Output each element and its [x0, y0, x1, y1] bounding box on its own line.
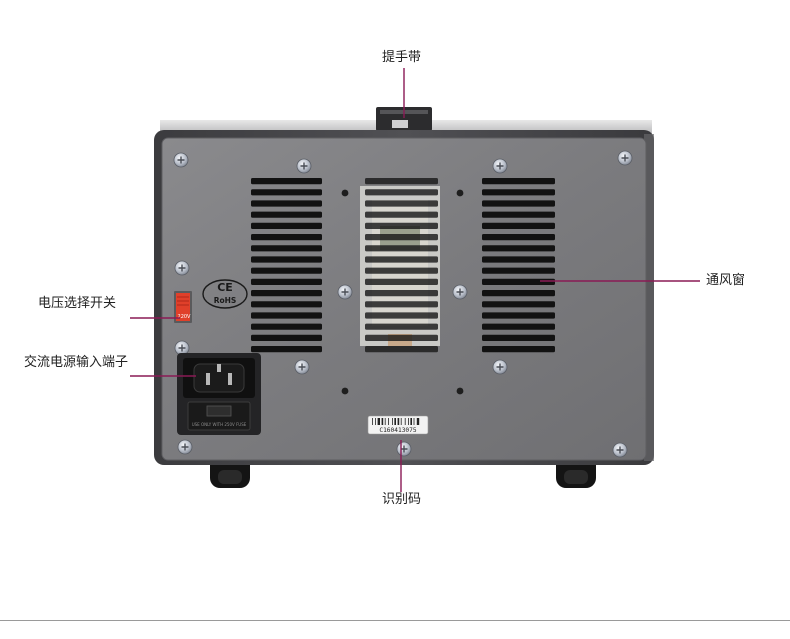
vent-slot: [482, 301, 555, 308]
vent-slot: [251, 323, 322, 330]
barcode-bar: [397, 418, 400, 425]
vent-slot: [365, 211, 438, 218]
barcode-bar: [394, 418, 396, 425]
vent-slot: [365, 290, 438, 297]
vent-slot: [482, 200, 555, 207]
vent-slot: [365, 245, 438, 252]
vent-slot: [365, 301, 438, 308]
vent-grilles: [251, 178, 555, 353]
vent-slot: [251, 346, 322, 353]
vent-slot: [251, 189, 322, 196]
vent-slot: [251, 290, 322, 297]
vent-slot: [365, 346, 438, 353]
vent-slot: [482, 312, 555, 319]
vent-slot: [251, 301, 322, 308]
vent-slot: [365, 189, 438, 196]
vent-slot: [482, 245, 555, 252]
vent-slot: [482, 178, 555, 185]
label-handle: 提手带: [382, 50, 422, 65]
vent-slot: [251, 178, 322, 185]
vent-slot: [482, 256, 555, 263]
label-vent: 通风窗: [706, 273, 746, 288]
vent-slot: [365, 334, 438, 341]
vent-slot: [251, 278, 322, 285]
barcode-bar: [404, 418, 406, 425]
rohs-text: RoHS: [214, 296, 237, 305]
label-id-code: 识别码: [382, 492, 422, 507]
vent-slot: [482, 267, 555, 274]
barcode-bar: [392, 418, 393, 425]
vent-slot: [251, 222, 322, 229]
vent-slot: [365, 178, 438, 185]
vent-slot: [251, 200, 322, 207]
vent-slot: [365, 200, 438, 207]
vent-slot: [251, 211, 322, 218]
barcode-bar: [375, 418, 376, 425]
vent-slot: [251, 312, 322, 319]
vent-slot: [365, 267, 438, 274]
ce-mark-icon: CE RoHS: [202, 279, 248, 309]
vent-slot: [482, 346, 555, 353]
fuse-text: USE ONLY WITH 250V FUSE: [192, 422, 247, 427]
divider-line: [0, 620, 790, 621]
vent-slot: [482, 211, 555, 218]
vent-slot: [482, 222, 555, 229]
vent-slot: [365, 278, 438, 285]
callout-lines: [130, 68, 700, 492]
barcode-bar: [410, 418, 412, 425]
vent-slot: [482, 278, 555, 285]
vent-slot: [365, 312, 438, 319]
vent-slot: [251, 256, 322, 263]
vent-slot: [251, 334, 322, 341]
voltage-selector-switch: 220V: [174, 291, 192, 323]
barcode-bar: [416, 418, 420, 425]
vent-slot: [482, 334, 555, 341]
vent-slot: [251, 234, 322, 241]
vent-slot: [365, 256, 438, 263]
vent-slot: [251, 267, 322, 274]
barcode-bar: [400, 418, 402, 425]
barcode-bar: [388, 418, 389, 425]
mounting-holes: [341, 189, 464, 395]
vent-slot: [365, 323, 438, 330]
label-voltage-switch: 电压选择开关: [38, 296, 117, 311]
iec-socket-icon: USE ONLY WITH 250V FUSE: [177, 353, 261, 435]
switch-marking: 220V: [178, 314, 192, 320]
vent-slot: [482, 234, 555, 241]
barcode-bar: [384, 418, 386, 425]
barcode-bar: [408, 418, 409, 425]
vent-slot: [251, 245, 322, 252]
ce-text: CE: [217, 281, 233, 294]
fuse-icon: USE ONLY WITH 250V FUSE: [187, 401, 251, 431]
vent-slot: [482, 290, 555, 297]
label-ac-input: 交流电源输入端子: [24, 355, 129, 370]
vent-slot: [482, 189, 555, 196]
vent-slot: [365, 222, 438, 229]
barcode-bar: [377, 418, 380, 425]
barcode-bar: [381, 418, 384, 425]
barcode-bar: [413, 418, 415, 425]
cooling-fan: [360, 186, 440, 346]
barcode-bar: [372, 418, 373, 425]
vent-slot: [482, 323, 555, 330]
vent-slot: [365, 234, 438, 241]
serial-label: C160413075: [367, 415, 429, 435]
serial-number: C160413075: [379, 427, 417, 434]
